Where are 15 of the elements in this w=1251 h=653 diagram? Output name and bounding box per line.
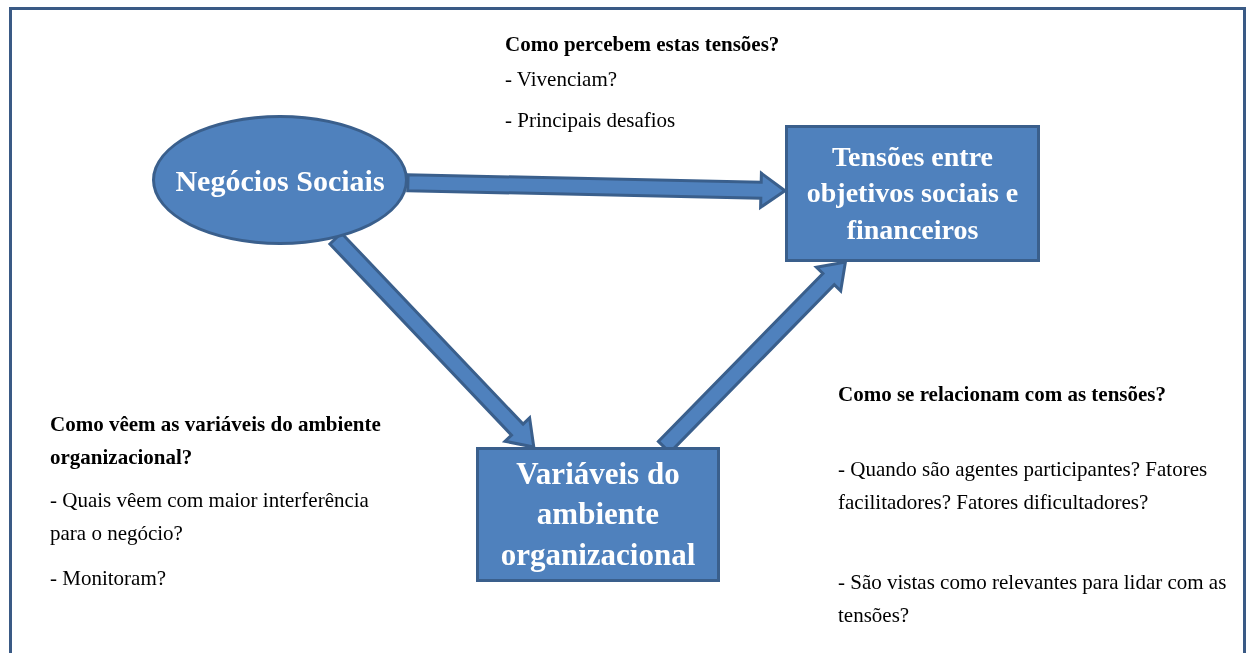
question-heading: Como percebem estas tensões? — [505, 31, 781, 58]
node-label: Variáveis do ambiente organizacional — [499, 455, 697, 574]
question-item: - Quais vêem com maior interferência para o negócio? — [50, 487, 370, 547]
question-item: - Vivenciam? — [505, 66, 619, 93]
question-item: - Quando são agentes participantes? Fatores facilitadores? Fatores dificultadores? — [838, 456, 1209, 516]
question-item: - São vistas como relevantes para lidar com as tensões? — [838, 569, 1228, 629]
question-heading: Como se relacionam com as tensões? — [838, 381, 1167, 408]
question-item: - Principais desafios — [505, 107, 677, 134]
node-label: Tensões entre objetivos sociais e financeiros — [805, 139, 1020, 247]
node-label: Negócios Sociais — [175, 162, 385, 199]
question-heading: Como vêem as variáveis do ambiente organizacional? — [50, 411, 382, 471]
process-box — [785, 125, 1040, 262]
block-arrow — [406, 170, 788, 211]
question-item: - Monitoram? — [50, 565, 168, 592]
process-box — [476, 447, 720, 582]
